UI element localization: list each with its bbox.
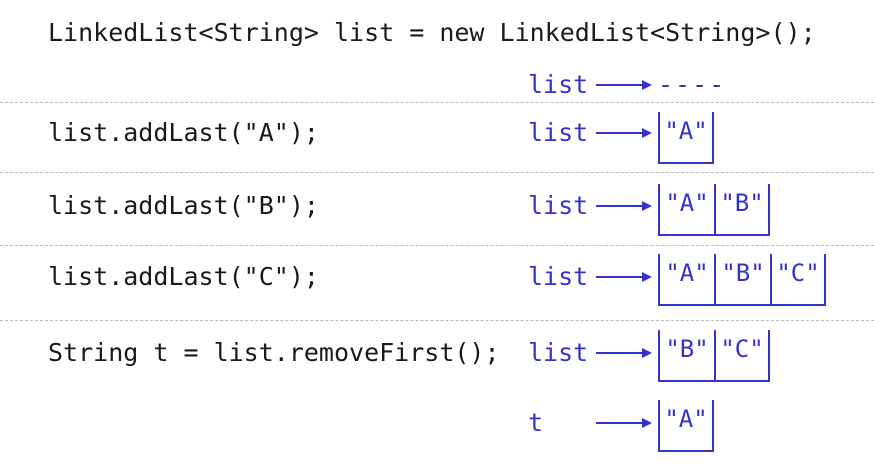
list-cell: "A"	[658, 184, 714, 236]
list-cell: "A"	[658, 254, 714, 306]
row-4-code: String t = list.removeFirst();	[48, 338, 500, 367]
row-2-code: list.addLast("B");	[48, 191, 319, 220]
divider-2	[0, 172, 874, 173]
divider-1	[0, 102, 874, 103]
row-2-arrow-icon	[596, 201, 652, 211]
row-4-var-label: list	[528, 338, 589, 367]
list-cell: "B"	[658, 330, 714, 382]
list-cell: "A"	[658, 112, 714, 164]
row-2-list-cells: "A" "B"	[658, 184, 770, 236]
null-marker: ----	[658, 70, 727, 99]
row-3-list-cells: "A" "B" "C"	[658, 254, 826, 306]
row-4-arrow-icon	[596, 348, 652, 358]
init-var-label: list	[528, 70, 589, 99]
list-cell: "A"	[658, 400, 714, 452]
init-arrow-icon	[596, 80, 652, 90]
list-cell: "B"	[714, 254, 770, 306]
row-1-code: list.addLast("A");	[48, 118, 319, 147]
declaration-code: LinkedList<String> list = new LinkedList…	[48, 18, 816, 47]
t-arrow-icon	[596, 418, 652, 428]
t-list-cells: "A"	[658, 400, 714, 452]
row-3-arrow-icon	[596, 272, 652, 282]
row-4-list-cells: "B" "C"	[658, 330, 770, 382]
list-cell: "C"	[770, 254, 826, 306]
row-1-var-label: list	[528, 118, 589, 147]
list-cell: "C"	[714, 330, 770, 382]
row-3-var-label: list	[528, 262, 589, 291]
divider-4	[0, 320, 874, 321]
row-3-code: list.addLast("C");	[48, 262, 319, 291]
list-cell: "B"	[714, 184, 770, 236]
divider-3	[0, 245, 874, 246]
row-2-var-label: list	[528, 191, 589, 220]
row-1-arrow-icon	[596, 128, 652, 138]
row-1-list-cells: "A"	[658, 112, 714, 164]
t-var-label: t	[528, 408, 544, 437]
